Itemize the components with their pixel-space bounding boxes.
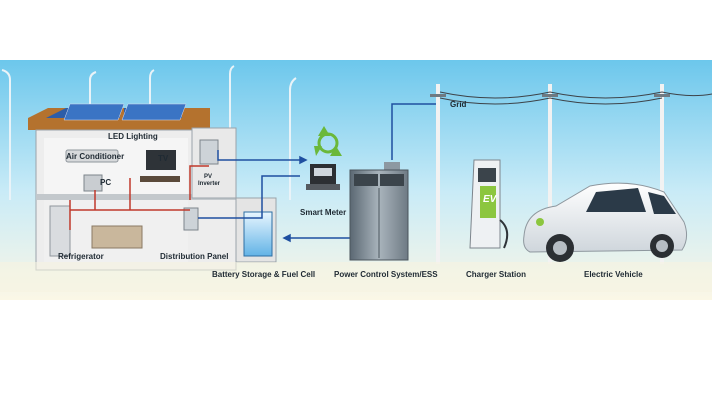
tv-stand [140, 176, 180, 182]
label-pv: PV [204, 174, 213, 180]
label-pc: PC [100, 178, 112, 187]
ground [0, 262, 712, 292]
electric-vehicle [523, 182, 688, 262]
label-led-lighting: LED Lighting [108, 132, 158, 141]
label-air-conditioner: Air Conditioner [66, 152, 125, 161]
tv-screen [146, 150, 176, 170]
grid-wires [439, 91, 712, 105]
kitchen-counter [91, 225, 143, 249]
label-charger-station: Charger Station [466, 270, 527, 279]
recycle-icon [314, 126, 342, 156]
internal-wiring [69, 165, 209, 230]
label-refrigerator: Refrigerator [58, 252, 104, 261]
label-battery-storage: Battery Storage & Fuel Cell [212, 270, 316, 279]
label-smart-meter: Smart Meter [300, 208, 347, 217]
label-grid: Grid [450, 100, 467, 109]
label-power-control: Power Control System/ESS [334, 270, 438, 279]
label-ev-badge: EV [483, 194, 497, 205]
charger-station [469, 159, 509, 249]
power-control-cabinet [349, 162, 409, 261]
label-inverter: Inverter [198, 181, 221, 187]
label-distribution-panel: Distribution Panel [160, 252, 229, 261]
air-conditioner-unit [65, 149, 119, 163]
label-electric-vehicle: Electric Vehicle [584, 270, 643, 279]
distribution-panel-box [183, 207, 199, 231]
pv-inverter-box [199, 139, 219, 165]
battery-storage-unit [243, 211, 273, 257]
pc-unit [83, 174, 103, 192]
utility-pole-icon [430, 84, 670, 264]
power-lines [198, 103, 440, 243]
refrigerator-unit [49, 205, 71, 257]
label-tv: TV [158, 154, 169, 163]
solar-panel-icon [46, 103, 187, 121]
street-lamp-icon [1, 65, 297, 200]
smart-meter-device [306, 164, 340, 190]
